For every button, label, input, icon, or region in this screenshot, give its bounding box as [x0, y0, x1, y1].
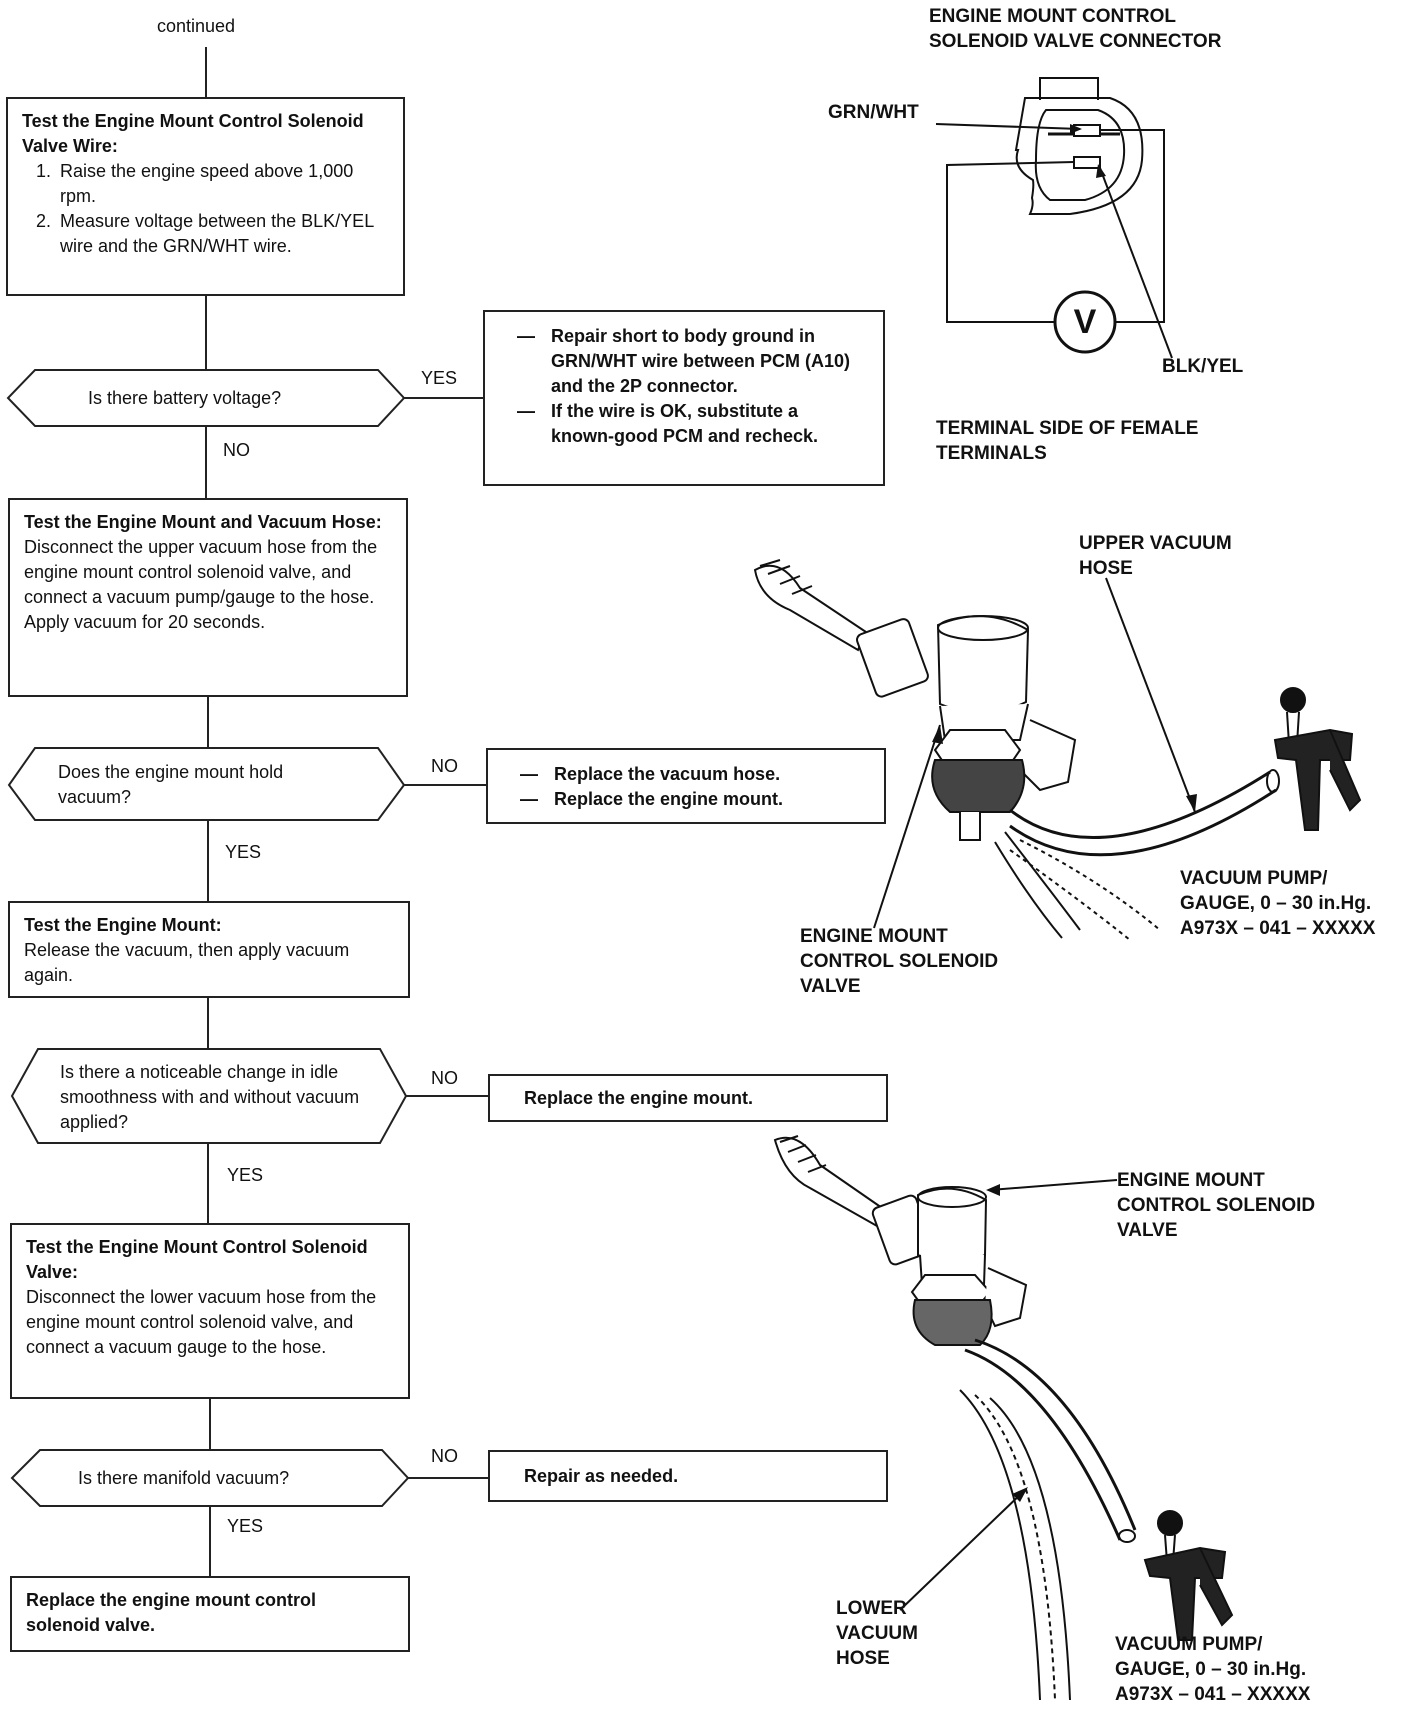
upper-hose-label: UPPER VACUUM HOSE [1079, 533, 1232, 579]
decision-shape-2 [7, 747, 406, 821]
action-text: Replace the engine mount. [524, 1088, 754, 1108]
decision-shape-1 [6, 369, 406, 427]
action-item: Repair short to body ground in GRN/WHT w… [517, 324, 851, 399]
decision-shape-4 [10, 1449, 410, 1507]
action-repair-short: Repair short to body ground in GRN/WHT w… [483, 310, 885, 486]
step-item: Raise the engine speed above 1,000 rpm. [56, 159, 389, 209]
terminal-side-caption: TERMINAL SIDE OF FEMALE TERMINALS [936, 418, 1199, 464]
pump-label-1: VACUUM PUMP/ GAUGE, 0 – 30 in.Hg. A973X … [1180, 868, 1376, 939]
valve-label-1: ENGINE MOUNT CONTROL SOLENOID VALVE [800, 926, 999, 997]
answer-no: NO [431, 1446, 458, 1466]
solenoid-valve-figure-1 [753, 559, 1362, 941]
step-item: Measure voltage between the BLK/YEL wire… [56, 209, 389, 259]
step-title: Test the Engine Mount Control Solenoid V… [26, 1237, 368, 1282]
decision-text-1: Is there battery voltage? [88, 388, 282, 408]
solenoid-valve-figure-2 [773, 1135, 1234, 1701]
answer-no: NO [223, 440, 250, 460]
step-test-hose: Test the Engine Mount and Vacuum Hose: D… [8, 498, 408, 697]
step-title: Test the Engine Mount: [24, 915, 222, 935]
answer-yes: YES [421, 368, 458, 388]
answer-yes: YES [227, 1516, 264, 1536]
lower-hose-label: LOWER VACUUM HOSE [836, 1598, 918, 1669]
continued-label: continued [157, 16, 236, 36]
action-item: Replace the engine mount. [520, 787, 852, 812]
blk-yel-label: BLK/YEL [1162, 356, 1244, 377]
step-final: Replace the engine mount control solenoi… [10, 1576, 410, 1652]
step-title: Test the Engine Mount and Vacuum Hose: [24, 512, 382, 532]
decision-text-3: Is there a noticeable change in idle smo… [60, 1062, 360, 1132]
grn-wht-label: GRN/WHT [828, 102, 919, 123]
answer-yes: YES [225, 842, 262, 862]
action-repair-as-needed: Repair as needed. [488, 1450, 888, 1502]
action-item: If the wire is OK, substitute a known-go… [517, 399, 851, 449]
pump-label-2: VACUUM PUMP/ GAUGE, 0 – 30 in.Hg. A973X … [1115, 1634, 1311, 1705]
answer-no: NO [431, 1068, 458, 1088]
step-body: Disconnect the upper vacuum hose from th… [24, 537, 378, 632]
final-text: Replace the engine mount control solenoi… [26, 1590, 317, 1635]
step-body: Disconnect the lower vacuum hose from th… [26, 1287, 377, 1357]
decision-text-4: Is there manifold vacuum? [78, 1468, 290, 1488]
answer-yes: YES [227, 1165, 264, 1185]
step-body: Release the vacuum, then apply vacuum ag… [24, 940, 350, 985]
decision-text-2: Does the engine mount hold vacuum? [58, 762, 284, 807]
action-replace-hose-mount: Replace the vacuum hose. Replace the eng… [486, 748, 886, 824]
answer-no: NO [431, 756, 458, 776]
valve-label-2: ENGINE MOUNT CONTROL SOLENOID VALVE [1117, 1170, 1316, 1241]
connector-schematic [935, 77, 1173, 359]
step-title: Test the Engine Mount Control Solenoid V… [22, 111, 364, 156]
action-replace-mount: Replace the engine mount. [488, 1074, 888, 1122]
voltmeter-symbol: V [1073, 303, 1097, 341]
connector-title: ENGINE MOUNT CONTROL SOLENOID VALVE CONN… [929, 6, 1222, 52]
action-text: Repair as needed. [524, 1466, 679, 1486]
step-test-valve: Test the Engine Mount Control Solenoid V… [10, 1223, 410, 1399]
action-item: Replace the vacuum hose. [520, 762, 852, 787]
step-test-wire: Test the Engine Mount Control Solenoid V… [6, 97, 405, 296]
step-test-mount: Test the Engine Mount: Release the vacuu… [8, 901, 410, 998]
decision-shape-3 [10, 1048, 408, 1144]
